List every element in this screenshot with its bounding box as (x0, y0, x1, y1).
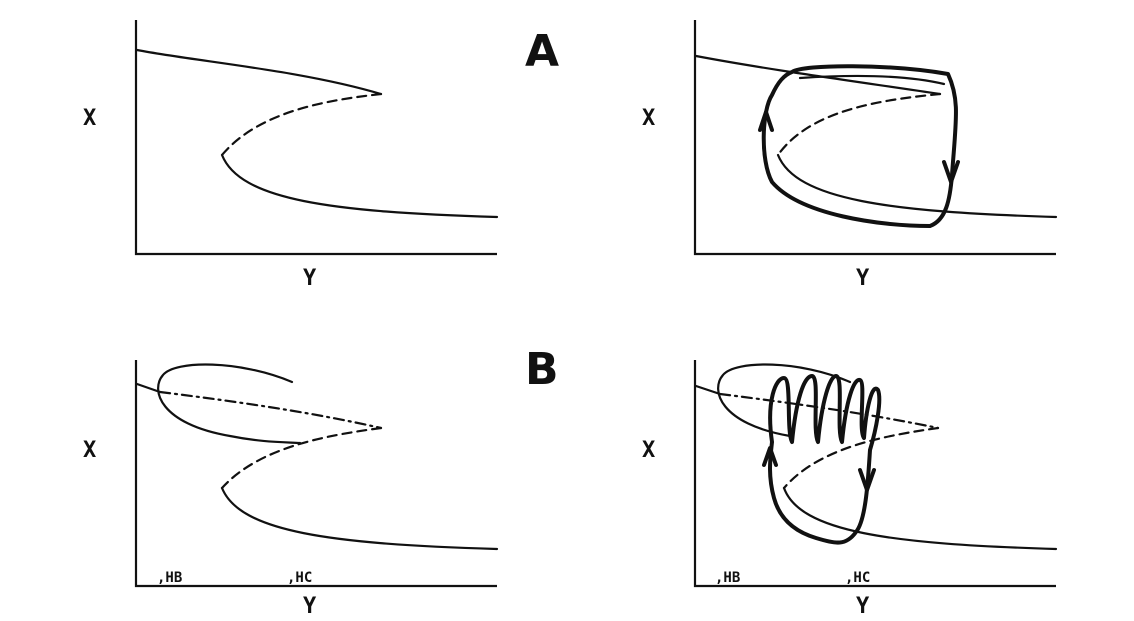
upper-unstable-branch (158, 390, 383, 430)
lower-stable-branch (782, 486, 1058, 551)
upper-stable-branch (694, 384, 722, 396)
panel-a-left: X Y (0, 0, 560, 300)
upper-stable-branch (694, 54, 942, 96)
arrow-down-icon (942, 160, 960, 184)
unstable-branch (220, 92, 383, 157)
axes (693, 360, 1056, 588)
axes (134, 20, 497, 256)
row-label-b: B (525, 344, 559, 395)
lower-stable-branch (220, 153, 499, 219)
periodic-orbit-branch (157, 363, 302, 445)
upper-stable-branch (135, 382, 162, 394)
panel-b-right: X Y ,HB ,HC (560, 320, 1134, 621)
arrow-up-icon (758, 110, 774, 132)
cycle-inner-top (798, 74, 946, 86)
x-axis-label: Y (303, 594, 317, 619)
arrow-down-icon (858, 468, 876, 492)
y-axis-label: X (642, 106, 656, 131)
arrow-up-icon (762, 446, 778, 467)
axes (693, 20, 1056, 256)
x-axis-label: Y (856, 594, 870, 619)
y-axis-label: X (642, 438, 656, 463)
unstable-branch (776, 92, 942, 157)
bursting-trajectory (768, 374, 882, 545)
panel-a-right-plot (693, 20, 1058, 256)
upper-stable-branch (135, 48, 383, 96)
lower-stable-branch (220, 486, 499, 551)
y-axis-label: X (83, 438, 97, 463)
periodic-orbit-branch (717, 363, 852, 438)
row-label-a: A (525, 26, 560, 77)
panel-a-left-plot (134, 20, 499, 256)
panel-a-right: X Y (560, 0, 1134, 300)
x-axis-label: Y (856, 266, 870, 291)
unstable-branch (782, 426, 940, 490)
panel-b-right-plot (693, 360, 1058, 588)
hb-tick-label: ,HB (715, 570, 741, 586)
panel-b-left-plot (134, 360, 499, 588)
upper-unstable-branch (718, 392, 940, 430)
hc-tick-label: ,HC (845, 570, 871, 586)
y-axis-label: X (83, 106, 97, 131)
hb-tick-label: ,HB (157, 570, 183, 586)
unstable-branch (220, 426, 383, 490)
panel-b-left: X Y ,HB ,HC (0, 320, 560, 621)
relaxation-oscillation-cycle (761, 64, 958, 228)
hc-tick-label: ,HC (287, 570, 313, 586)
axes (134, 360, 497, 588)
lower-stable-branch (776, 153, 1058, 219)
x-axis-label: Y (303, 266, 317, 291)
